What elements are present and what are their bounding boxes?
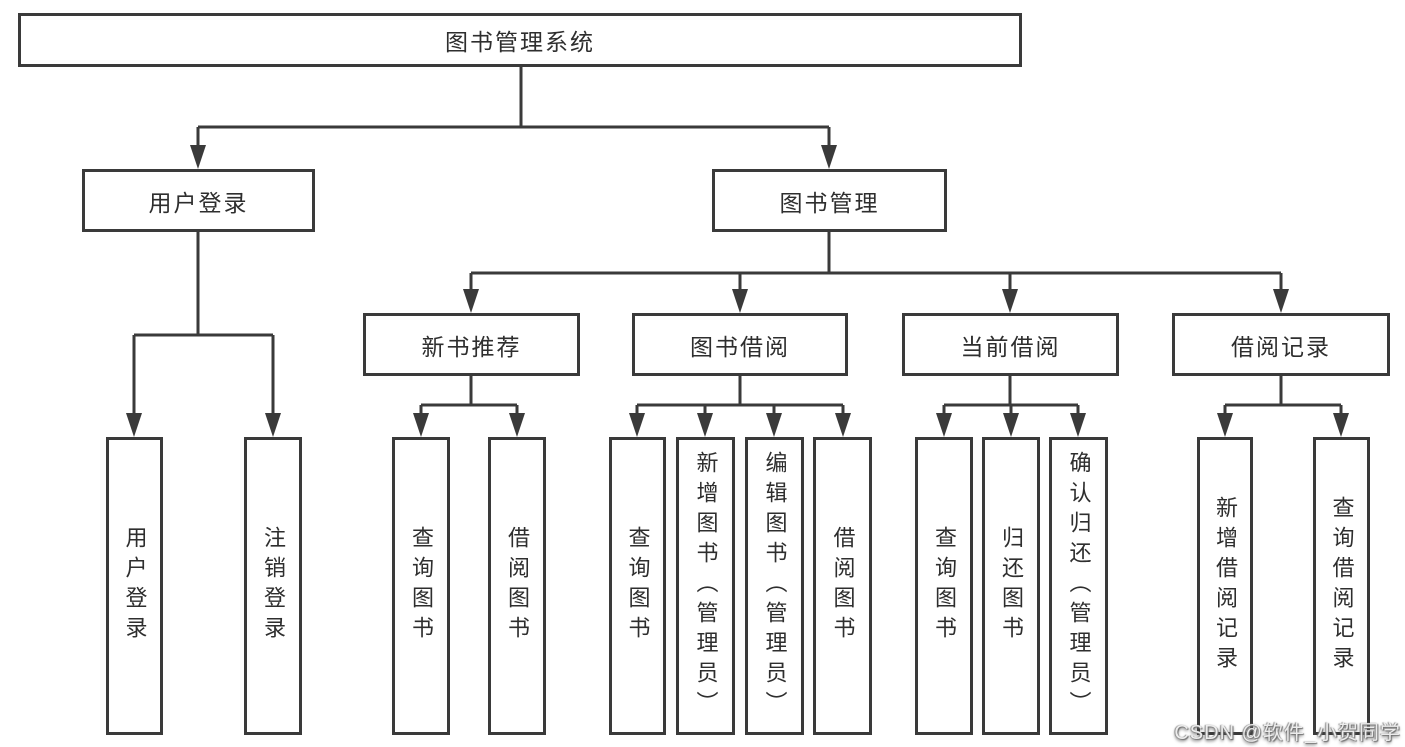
node-user-login: 用户登录 xyxy=(82,169,315,232)
node-return-books: 归还图书 xyxy=(982,437,1040,735)
node-query-books-current: 查询图书 xyxy=(915,437,973,735)
node-return-books-label: 归还图书 xyxy=(999,526,1024,646)
node-root-system: 图书管理系统 xyxy=(18,13,1022,67)
node-user-login-leaf-label: 用户登录 xyxy=(122,526,148,646)
node-confirm-return-admin-label: 确认归还（管理员） xyxy=(1066,451,1092,721)
csdn-watermark: CSDN @软件_小贺同学 xyxy=(1174,722,1401,744)
node-root-system-label: 图书管理系统 xyxy=(445,29,595,55)
node-current-borrow-label: 当前借阅 xyxy=(960,333,1061,360)
node-add-books-admin-label: 新增图书（管理员） xyxy=(693,451,719,721)
node-user-login-leaf: 用户登录 xyxy=(106,437,163,735)
node-book-management: 图书管理 xyxy=(712,169,947,232)
node-logout-leaf: 注销登录 xyxy=(244,437,302,735)
node-edit-books-admin-label: 编辑图书（管理员） xyxy=(762,451,788,721)
node-query-books-recommend-label: 查询图书 xyxy=(409,526,434,646)
node-user-login-label: 用户登录 xyxy=(148,189,249,216)
node-current-borrow: 当前借阅 xyxy=(902,313,1119,376)
node-query-books-recommend: 查询图书 xyxy=(392,437,450,735)
node-query-books-borrow: 查询图书 xyxy=(609,437,666,735)
node-borrow-books-recommend: 借阅图书 xyxy=(488,437,546,735)
node-borrow-records: 借阅记录 xyxy=(1172,313,1390,376)
node-borrow-books-borrow: 借阅图书 xyxy=(813,437,872,735)
node-edit-books-admin: 编辑图书（管理员） xyxy=(745,437,804,735)
node-book-management-label: 图书管理 xyxy=(779,189,880,216)
node-new-book-recommend-label: 新书推荐 xyxy=(421,333,522,360)
node-borrow-records-label: 借阅记录 xyxy=(1231,333,1331,360)
node-book-borrow: 图书借阅 xyxy=(632,313,848,376)
node-query-borrow-record-label: 查询借阅记录 xyxy=(1329,496,1355,676)
node-confirm-return-admin: 确认归还（管理员） xyxy=(1049,437,1108,735)
node-query-borrow-record: 查询借阅记录 xyxy=(1313,437,1370,735)
node-logout-leaf-label: 注销登录 xyxy=(261,526,286,646)
node-borrow-books-borrow-label: 借阅图书 xyxy=(830,526,856,646)
node-query-books-current-label: 查询图书 xyxy=(932,526,957,646)
node-add-borrow-record: 新增借阅记录 xyxy=(1197,437,1253,735)
node-query-books-borrow-label: 查询图书 xyxy=(625,526,651,646)
node-book-borrow-label: 图书借阅 xyxy=(690,333,790,360)
node-borrow-books-recommend-label: 借阅图书 xyxy=(505,526,530,646)
node-new-book-recommend: 新书推荐 xyxy=(363,313,580,376)
node-add-borrow-record-label: 新增借阅记录 xyxy=(1213,496,1238,676)
node-add-books-admin: 新增图书（管理员） xyxy=(676,437,735,735)
